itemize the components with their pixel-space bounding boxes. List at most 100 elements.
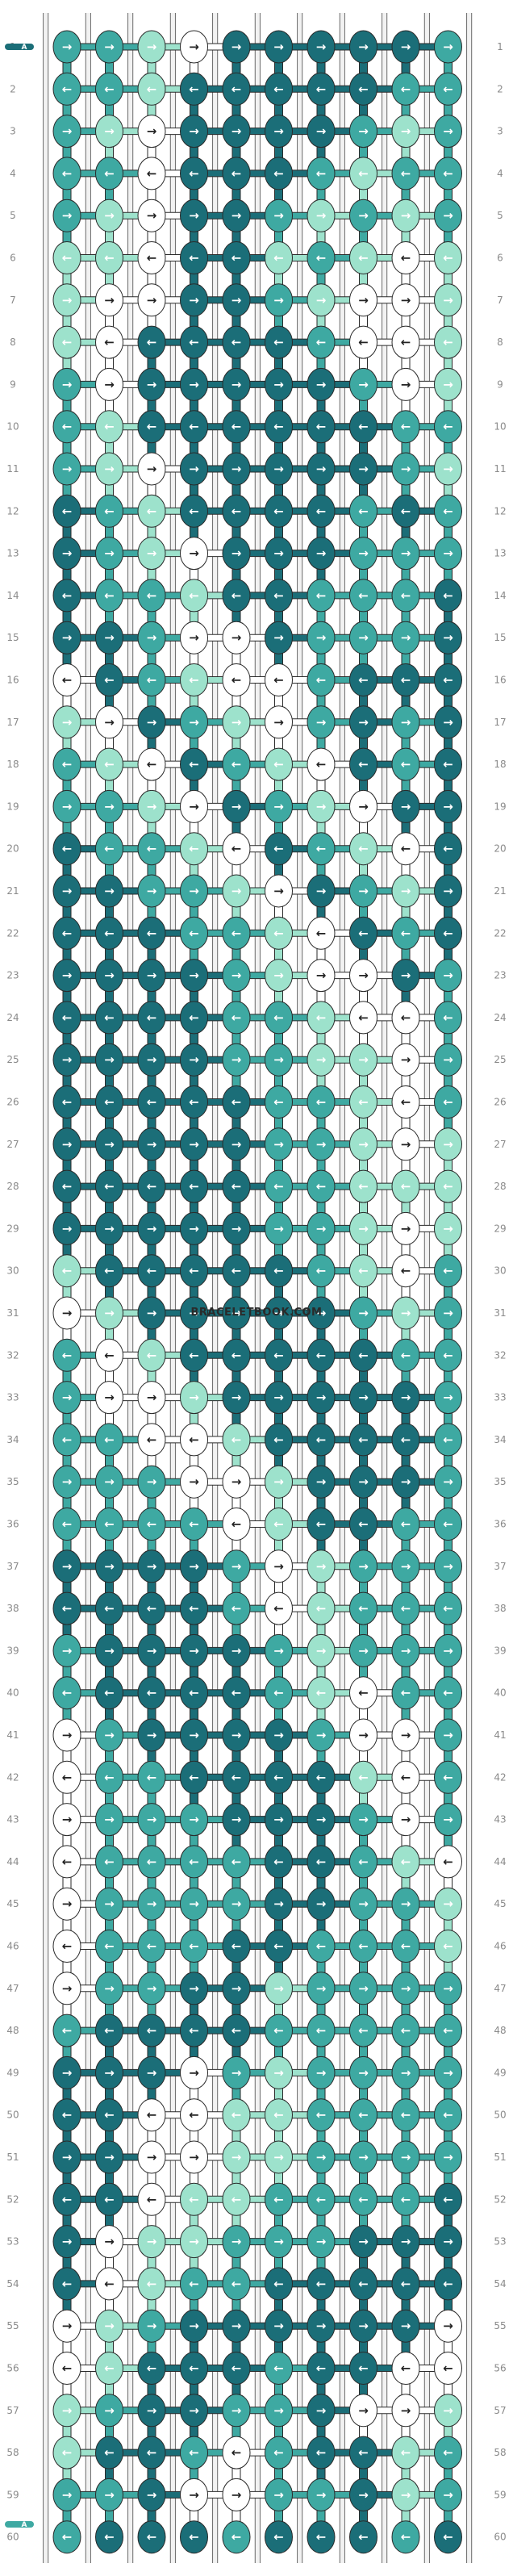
row-number-right: 58 <box>494 2447 506 2458</box>
row-number-left: 39 <box>6 1645 19 1656</box>
row-number-left: 35 <box>6 1476 19 1487</box>
knot-arrow-icon: ← <box>62 82 73 96</box>
knot-arrow-icon: ← <box>62 1686 73 1700</box>
knot-arrow-icon: ← <box>104 1770 115 1784</box>
knot-arrow-icon: → <box>231 715 242 730</box>
knot <box>391 494 420 528</box>
knot <box>95 1803 123 1837</box>
knot <box>307 579 336 613</box>
knot <box>391 579 420 613</box>
knot <box>307 874 336 908</box>
knot <box>434 2182 462 2216</box>
row-number-left: 42 <box>6 1771 19 1783</box>
knot <box>180 1381 208 1415</box>
knot <box>349 2394 377 2428</box>
knot <box>307 410 336 444</box>
knot-arrow-icon: → <box>358 1813 369 1827</box>
knot <box>222 1085 251 1119</box>
row-number-left: 20 <box>6 843 19 855</box>
knot <box>265 1296 293 1330</box>
knot <box>434 199 462 232</box>
knot-arrow-icon: → <box>273 462 284 476</box>
row-number-right: 21 <box>494 885 506 897</box>
knot-arrow-icon: → <box>358 2403 369 2418</box>
knot-arrow-icon: → <box>62 715 73 730</box>
knot <box>265 241 293 274</box>
knot-arrow-icon: ← <box>358 1179 369 1194</box>
knot-arrow-icon: → <box>273 293 284 307</box>
row-number-right: 50 <box>494 2110 506 2121</box>
knot <box>307 30 336 64</box>
knot-arrow-icon: → <box>62 2235 73 2249</box>
knot-arrow-icon: ← <box>147 335 157 349</box>
row-number-left: 53 <box>6 2236 19 2248</box>
knot <box>265 789 293 823</box>
knot-arrow-icon: ← <box>401 2445 411 2460</box>
knot-arrow-icon: → <box>316 1643 327 1658</box>
knot-arrow-icon: → <box>104 1559 115 1574</box>
knot <box>349 1591 377 1625</box>
knot-arrow-icon: ← <box>231 2108 242 2122</box>
knot-arrow-icon: → <box>273 2235 284 2249</box>
knot <box>137 1633 166 1667</box>
knot <box>434 2098 462 2132</box>
knot <box>265 115 293 148</box>
knot-arrow-icon: → <box>231 208 242 223</box>
knot <box>307 494 336 528</box>
knot-arrow-icon: ← <box>401 1939 411 1954</box>
knot-arrow-icon: ← <box>62 2192 73 2206</box>
knot <box>307 1254 336 1288</box>
row-number-left: 8 <box>10 337 16 348</box>
knot <box>349 115 377 148</box>
knot <box>222 621 251 654</box>
row-number-left: 27 <box>6 1139 19 1150</box>
knot-arrow-icon: ← <box>231 673 242 688</box>
knot-arrow-icon: ← <box>62 1179 73 1194</box>
knot-arrow-icon: → <box>104 462 115 476</box>
knot-arrow-icon: ← <box>104 82 115 96</box>
knot-arrow-icon: ← <box>358 1010 369 1025</box>
knot-arrow-icon: → <box>443 968 453 983</box>
knot-arrow-icon: → <box>273 1306 284 1320</box>
knot <box>95 1845 123 1879</box>
knot <box>391 705 420 739</box>
knot-arrow-icon: → <box>358 293 369 307</box>
knot-arrow-icon: ← <box>62 1095 73 1110</box>
knot-arrow-icon: → <box>189 799 199 813</box>
row-number-right: 11 <box>494 463 506 475</box>
knot <box>265 2014 293 2047</box>
knot <box>307 1085 336 1119</box>
knot <box>180 325 208 359</box>
knot <box>95 494 123 528</box>
knot <box>434 2014 462 2047</box>
knot-arrow-icon: → <box>231 1052 242 1067</box>
knot-arrow-icon: ← <box>189 1855 199 1869</box>
knot <box>222 2225 251 2259</box>
knot-arrow-icon: → <box>189 462 199 476</box>
knot <box>95 1718 123 1752</box>
knot <box>137 959 166 993</box>
knot <box>137 1211 166 1245</box>
row-number-right: 7 <box>497 295 503 306</box>
knot <box>137 747 166 781</box>
knot-arrow-icon: ← <box>358 673 369 688</box>
knot-arrow-icon: ← <box>104 2277 115 2291</box>
knot <box>349 832 377 866</box>
knot-arrow-icon: ← <box>147 2108 157 2122</box>
knot-arrow-icon: ← <box>62 166 73 181</box>
knot <box>95 2267 123 2301</box>
knot <box>137 1423 166 1457</box>
knot-arrow-icon: ← <box>231 1095 242 1110</box>
knot-grid: →→→→→→→→→→←←←←←←←←←←→→→→→→→→→→←←←←←←←←←←… <box>52 30 462 2554</box>
knot <box>137 157 166 190</box>
knot <box>349 199 377 232</box>
knot <box>391 1591 420 1625</box>
knot <box>434 2520 462 2554</box>
knot <box>222 1465 251 1499</box>
knot <box>222 1718 251 1752</box>
knot <box>434 1760 462 1794</box>
knot-arrow-icon: ← <box>147 1095 157 1110</box>
knot <box>137 2352 166 2385</box>
knot-arrow-icon: → <box>316 1390 327 1405</box>
